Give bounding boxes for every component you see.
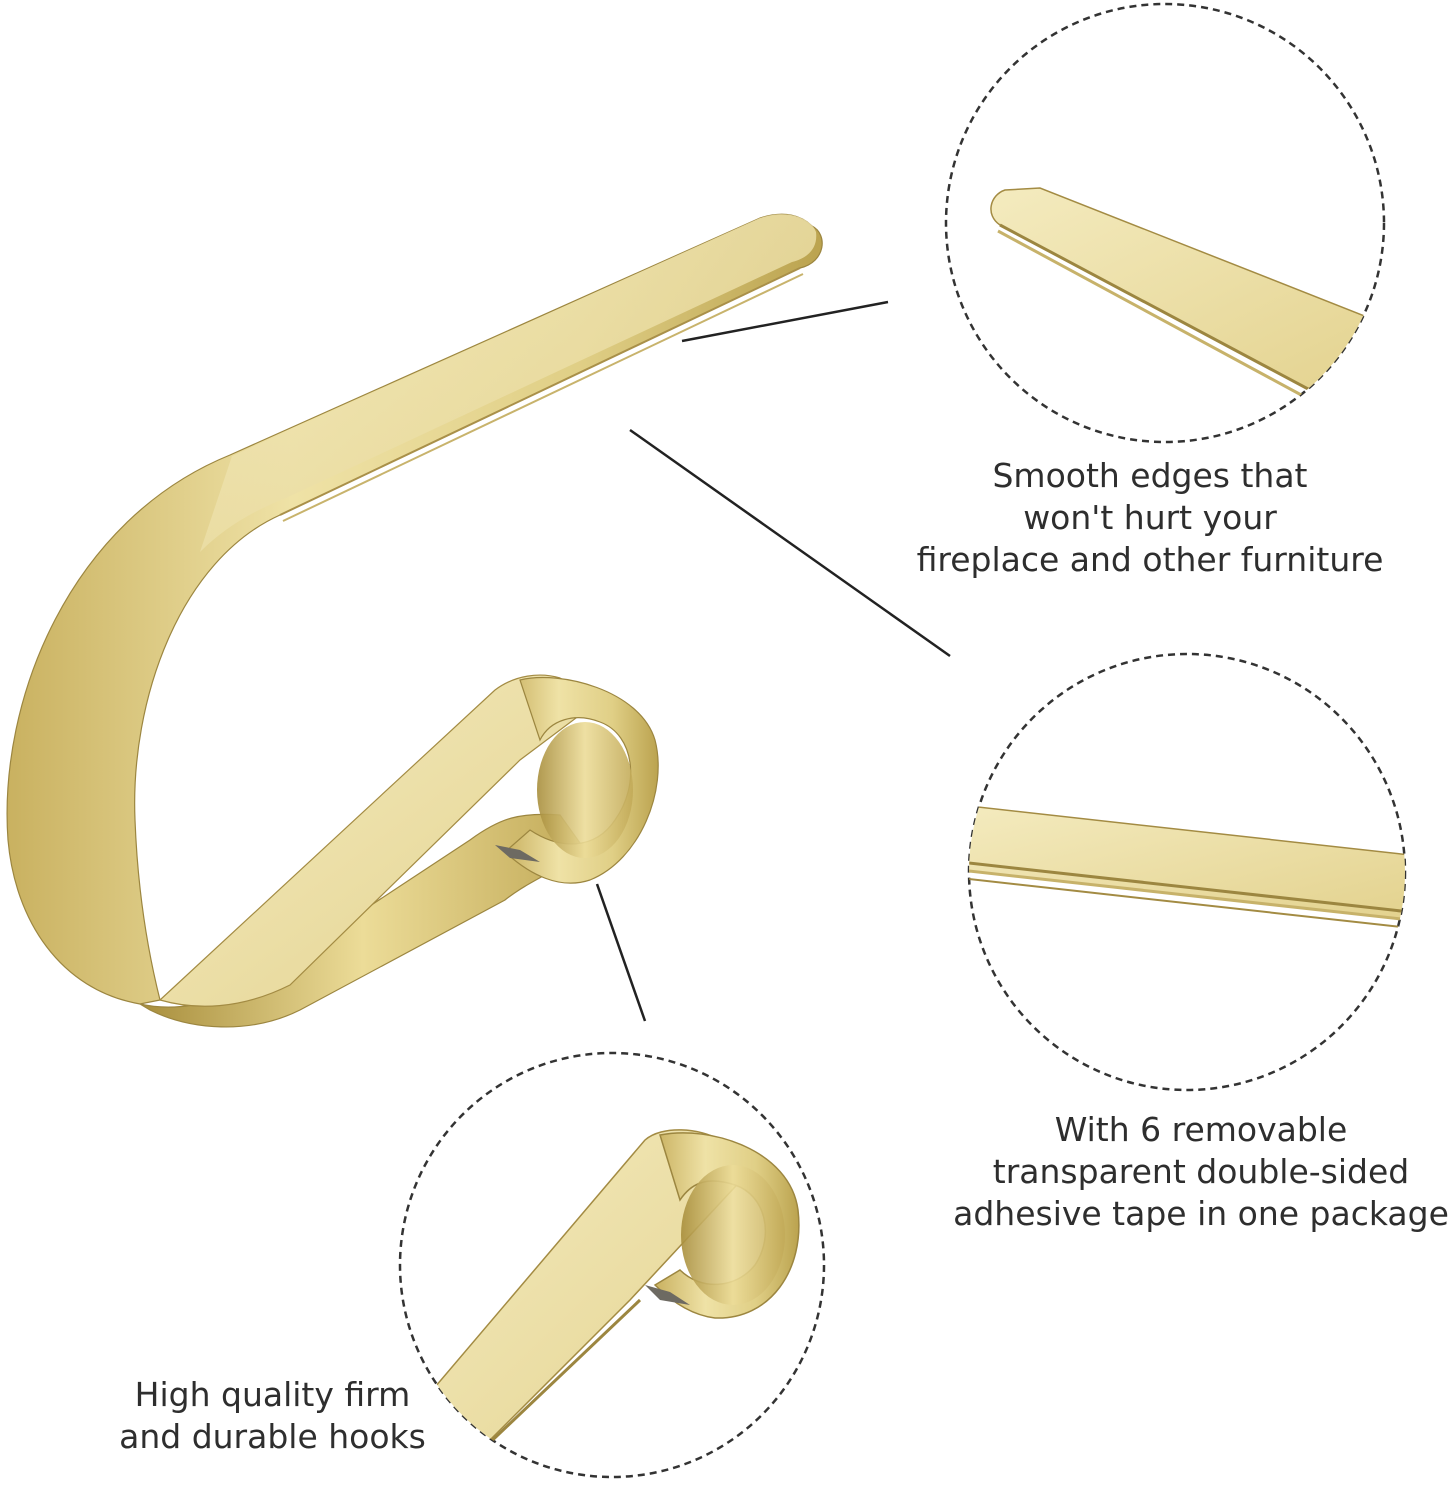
hook-main-illustration	[6, 213, 823, 1028]
hook-curl-detail	[398, 1051, 826, 1479]
caption-adhesive-tape: With 6 removable transparent double-side…	[950, 1109, 1452, 1235]
caption-line: won't hurt your	[1023, 498, 1277, 537]
rounded-edge-detail	[944, 2, 1386, 444]
caption-smooth-edges: Smooth edges that won't hurt your firepl…	[900, 455, 1400, 581]
caption-line: fireplace and other furniture	[916, 540, 1384, 579]
leader-lines	[595, 300, 951, 1022]
caption-line: transparent double-sided	[992, 1152, 1410, 1191]
caption-durable-hooks: High quality firm and durable hooks	[100, 1374, 445, 1458]
caption-line: With 6 removable	[1054, 1110, 1348, 1149]
caption-line: Smooth edges that	[992, 456, 1308, 495]
caption-line: and durable hooks	[119, 1417, 426, 1456]
adhesive-layer-detail	[967, 652, 1407, 1092]
caption-line: High quality firm	[134, 1375, 411, 1414]
caption-line: adhesive tape in one package	[953, 1194, 1449, 1233]
